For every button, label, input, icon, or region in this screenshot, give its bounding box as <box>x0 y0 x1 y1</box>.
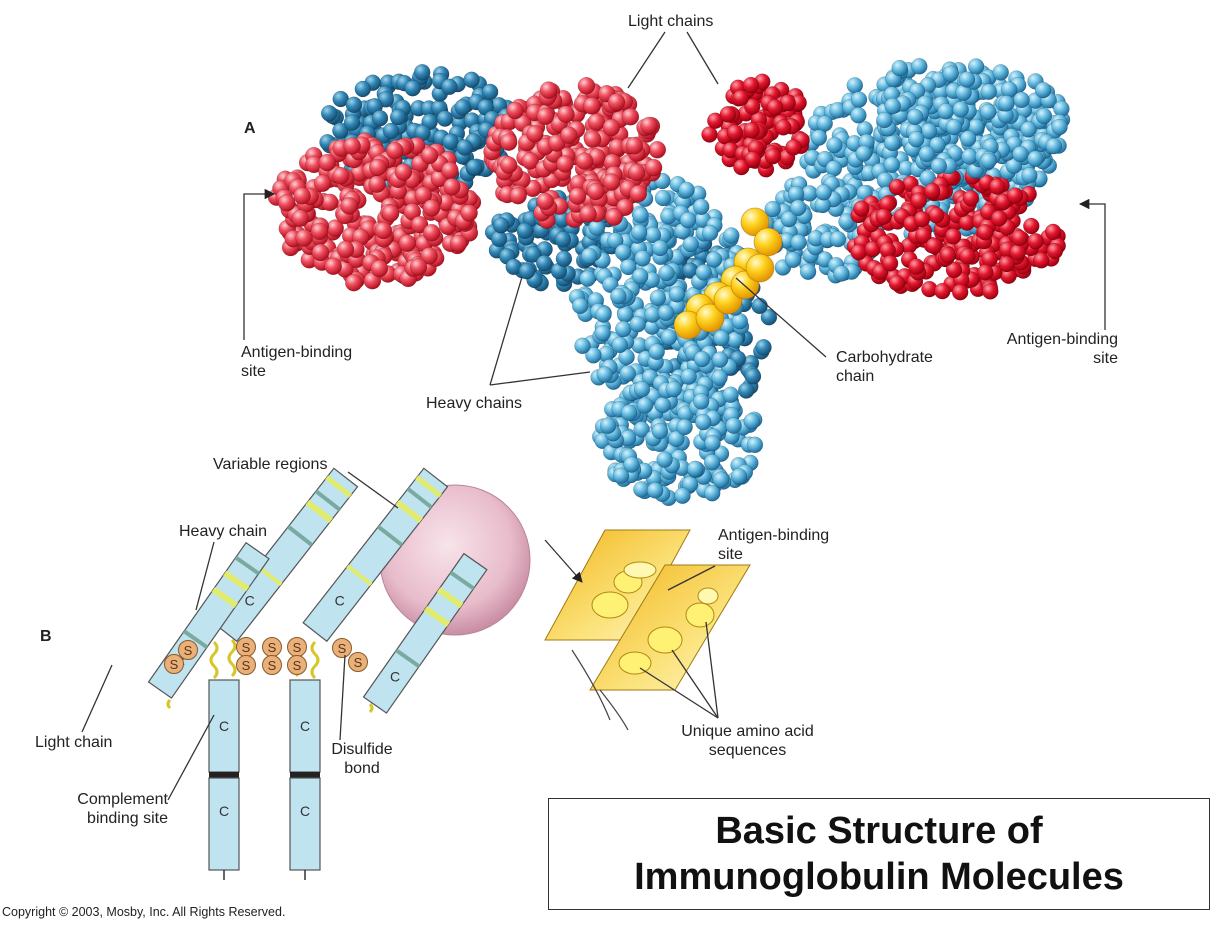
label-light-chains: Light chains <box>628 13 714 30</box>
label-disulfide-line1: Disulfide <box>331 741 393 758</box>
schematic-antibody: C C C C C C <box>81 467 751 880</box>
heavy-arm-right-c: C <box>335 592 345 608</box>
panel-b-leader-lines <box>81 471 719 801</box>
heavy-chain-arm-left: C <box>212 467 359 643</box>
sulfur-label: S <box>293 658 302 673</box>
sulfur-atom <box>332 638 352 658</box>
sulfur-label: S <box>242 658 251 673</box>
panel-b-label: B <box>40 628 52 645</box>
sulfur-atom <box>348 652 368 672</box>
light-chain-left <box>267 132 482 292</box>
heavy-chain-fc-bottom <box>591 375 764 507</box>
label-antigen-binding-right: Antigen-binding site <box>1007 330 1118 368</box>
figure-title-box: Basic Structure of Immunoglobulin Molecu… <box>548 798 1210 910</box>
light-chain-arm-right: C <box>362 552 488 714</box>
label-antigen-binding-right-line1: Antigen-binding <box>1006 331 1118 348</box>
antigen-binding-site-closeup <box>544 529 751 731</box>
sulfur-label: S <box>354 655 363 670</box>
figure-title-line2: Immunoglobulin Molecules <box>634 856 1124 898</box>
sulfur-label: S <box>170 657 179 672</box>
label-antigen-binding-closeup-line1: Antigen-binding <box>718 527 830 544</box>
sulfur-label: S <box>268 640 277 655</box>
label-unique-line1: Unique amino acid <box>681 723 814 740</box>
light-chains-leader-right <box>686 31 719 85</box>
label-light-chain: Light chain <box>35 734 113 751</box>
light-chain-left-upper <box>483 77 667 229</box>
unique-leader-1 <box>639 667 719 719</box>
label-antigen-binding-left: Antigen-binding site <box>241 343 352 381</box>
label-antigen-binding-right-line2: site <box>1093 350 1118 367</box>
label-carbohydrate-line1: Carbohydrate <box>836 349 933 366</box>
stem-left-c2: C <box>219 803 229 819</box>
label-heavy-chain: Heavy chain <box>179 523 268 540</box>
heavy-chain-right-top <box>876 58 1071 180</box>
panel-a-leader-lines <box>243 31 1106 386</box>
panel-a-label: A <box>244 120 256 137</box>
complement-leader <box>167 714 215 801</box>
antigen-site-right-arrow <box>1078 198 1106 330</box>
stem-right <box>289 679 321 880</box>
unique-leader-3 <box>705 621 719 719</box>
stem-right-c1: C <box>300 718 310 734</box>
label-antigen-binding-left-line2: site <box>241 363 266 380</box>
light-chain-right <box>846 168 1066 301</box>
heavy-chain-leader <box>195 541 215 611</box>
unique-leader-2 <box>671 649 719 719</box>
label-variable-regions: Variable regions <box>213 456 328 473</box>
label-carbohydrate-line2: chain <box>836 368 875 385</box>
light-chains-leader-left <box>627 31 666 89</box>
antigen-site-closeup-leader <box>667 565 716 591</box>
stem-left <box>208 679 240 880</box>
light-chain-leader <box>81 664 113 733</box>
label-complement-line2: binding site <box>87 810 168 827</box>
light-chain-right-upper <box>701 73 810 178</box>
sulfur-atom <box>287 655 307 675</box>
label-carbohydrate-chain: Carbohydrate chain <box>836 348 933 386</box>
sulfur-label: S <box>268 658 277 673</box>
sulfur-atom <box>236 655 256 675</box>
sulfur-atom <box>178 640 198 660</box>
antigen-site-left-arrow <box>243 188 276 340</box>
label-disulfide-bond: Disulfide bond <box>322 740 402 778</box>
space-filling-antibody-model <box>267 58 1071 507</box>
label-disulfide-line2: bond <box>344 760 380 777</box>
variable-regions-leader <box>347 471 399 509</box>
stem-left-c1: C <box>219 718 229 734</box>
heavy-chain-arm-right: C <box>302 467 449 643</box>
heavy-arm-left-c: C <box>245 592 255 608</box>
sulfur-label: S <box>293 640 302 655</box>
sulfur-label: S <box>184 643 193 658</box>
label-complement-binding-site: Complement binding site <box>77 790 168 828</box>
sulfur-label: S <box>338 641 347 656</box>
light-arm-right-c: C <box>390 668 400 684</box>
magnify-arrow <box>544 539 583 583</box>
sulfur-atom <box>164 654 184 674</box>
heavy-chains-leader-2 <box>489 371 591 386</box>
sulfur-label: S <box>242 640 251 655</box>
heavy-chains-leader-1 <box>489 276 523 386</box>
figure-title-line1: Basic Structure of <box>715 810 1043 852</box>
label-unique-line2: sequences <box>708 742 787 759</box>
label-antigen-binding-closeup: Antigen-binding site <box>718 526 829 564</box>
copyright-notice: Copyright © 2003, Mosby, Inc. All Rights… <box>2 905 286 919</box>
disulfide-leader <box>339 654 346 741</box>
label-heavy-chains: Heavy chains <box>426 395 523 412</box>
label-antigen-binding-closeup-line2: site <box>718 546 743 563</box>
carbohydrate-chain <box>673 207 783 340</box>
label-complement-line1: Complement <box>77 791 168 808</box>
label-antigen-binding-left-line1: Antigen-binding <box>241 344 353 361</box>
label-unique-amino-acid-sequences: Unique amino acid sequences <box>660 722 835 760</box>
carbohydrate-leader <box>735 277 827 358</box>
stem-right-c2: C <box>300 803 310 819</box>
sulfur-atom <box>262 655 282 675</box>
